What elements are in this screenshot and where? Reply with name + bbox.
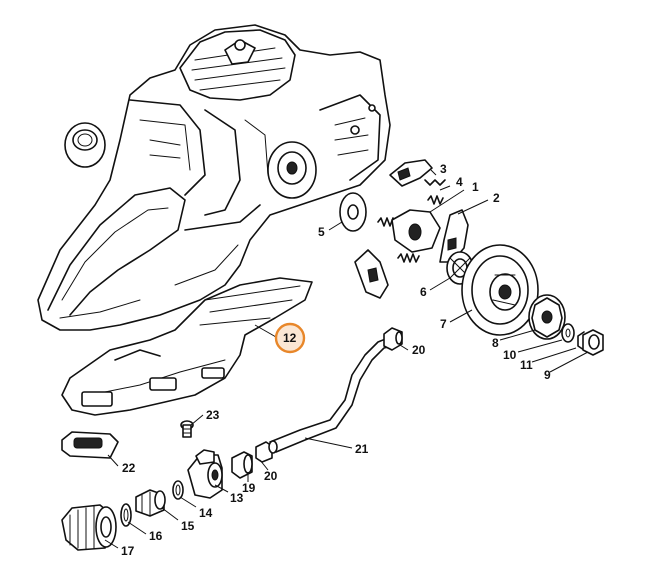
callout-labels: 3 4 1 2 5 6 7 8 10 11 9 12 20 21 20 19 1… [121, 162, 551, 558]
callout-19: 19 [242, 481, 256, 495]
callout-22: 22 [122, 461, 136, 475]
washer-part-5 [339, 192, 367, 232]
e-clip-part-11 [577, 331, 585, 351]
clutch-drum-part-7 [461, 244, 539, 336]
callout-21: 21 [355, 442, 369, 456]
callout-20-upper: 20 [412, 343, 426, 357]
sleeve-part-20-upper [383, 327, 403, 351]
callout-16: 16 [149, 529, 163, 543]
callout-13: 13 [230, 491, 244, 505]
oil-hose-part [268, 337, 393, 454]
callout-5: 5 [318, 225, 325, 239]
callout-3: 3 [440, 162, 447, 176]
callout-12[interactable]: 12 [283, 331, 297, 345]
callout-14: 14 [199, 506, 213, 520]
callout-23: 23 [206, 408, 220, 422]
valve-body-part [187, 449, 223, 499]
callout-15: 15 [181, 519, 195, 533]
rubber-pad-part [61, 431, 119, 459]
sprocket-part-8 [528, 294, 566, 340]
chain-guide-part [61, 277, 313, 416]
hex-fitting-part [135, 489, 166, 517]
callout-8: 8 [492, 336, 499, 350]
spring-clip-part-4 [424, 179, 446, 186]
screw-part [180, 420, 194, 438]
clutch-shoe-part-3 [389, 159, 433, 187]
fitting-part-19 [231, 451, 253, 479]
callout-12-highlight[interactable] [274, 322, 306, 354]
callout-4: 4 [456, 175, 463, 189]
washer-part-10 [561, 323, 575, 343]
o-ring-part-16 [120, 503, 132, 527]
callout-6: 6 [420, 285, 427, 299]
callout-17: 17 [121, 544, 135, 558]
callout-20-lower: 20 [264, 469, 278, 483]
nut-part-9 [582, 329, 604, 356]
engine-housing [37, 24, 391, 331]
callout-7: 7 [440, 317, 447, 331]
callout-11: 11 [520, 358, 533, 372]
callout-2: 2 [493, 191, 500, 205]
sleeve-part-20-lower [255, 441, 273, 463]
callout-10: 10 [503, 348, 517, 362]
leader-lines [104, 169, 589, 549]
clutch-shoe-lower [354, 249, 389, 299]
oil-pickup-part [61, 504, 117, 551]
callout-1: 1 [472, 180, 479, 194]
ring-part-14 [172, 480, 184, 500]
callout-9: 9 [544, 368, 551, 382]
clutch-carrier-part-1 [391, 209, 441, 253]
